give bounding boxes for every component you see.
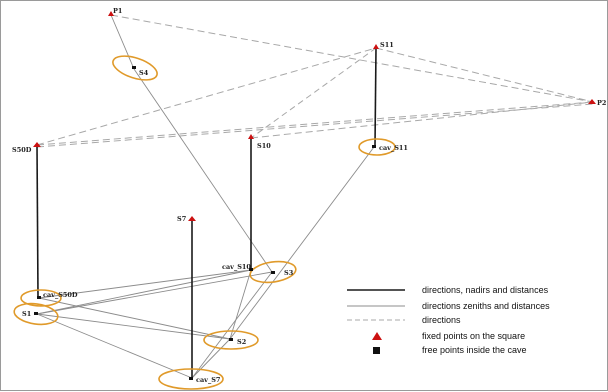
fixed-point-p2 [588, 99, 596, 104]
free-point-cavs50d [37, 296, 41, 299]
label-s1: S1 [22, 310, 31, 318]
ellipse-s3 [249, 260, 297, 284]
dashed-direction-lines [36, 14, 594, 148]
fixed-point-s50d [33, 142, 41, 147]
line-s11-s10 [250, 47, 377, 139]
ellipse-cavs50d [20, 289, 62, 307]
label-s50d: S50D [12, 146, 32, 154]
fixed-point-p1 [108, 11, 114, 16]
legend-solid-black-label: directions, nadirs and distances [422, 285, 549, 295]
fixed-points [33, 11, 596, 221]
line-s1-cavs10 [36, 269, 252, 315]
line-s1-s3 [36, 271, 273, 315]
fixed-point-s7 [188, 216, 196, 221]
label-cavs11: cav_S11 [379, 144, 408, 152]
line-cavs50d-cavs10 [38, 269, 252, 299]
free-point-cavs7 [189, 377, 193, 380]
label-cavs50d: cav_S50D [43, 291, 78, 299]
line-s50d-p2 [36, 101, 594, 146]
gray-zenith-lines [36, 14, 375, 379]
free-point-s1 [34, 312, 38, 315]
legend-dashed-label: directions [422, 315, 461, 325]
legend-solid-gray-label: directions zeniths and distances [422, 301, 550, 311]
label-s10: S10 [257, 142, 271, 150]
point-ellipses [13, 55, 396, 390]
line-s10-p2 [250, 101, 594, 139]
legend-free-point-icon [373, 347, 380, 354]
line-cavs10-s2 [229, 269, 252, 340]
line-p1-p2 [110, 14, 594, 103]
ellipse-s2 [203, 330, 259, 350]
black-nadir-lines [36, 47, 377, 377]
line-s11-p2 [375, 47, 594, 103]
line-cavs11-s2 [229, 146, 375, 340]
line-s3-cavs7 [191, 271, 273, 379]
line-s50d-s11 [36, 47, 377, 146]
line-s1-cavs7 [36, 313, 193, 379]
line-s1-s2 [36, 313, 231, 340]
ellipse-s1 [13, 302, 59, 326]
line-s50d-p2-b [36, 103, 594, 148]
point-labels: P1 S4 S11 P2 S50D S10 cav_S11 S7 cav_S10… [12, 7, 606, 384]
label-s2: S2 [237, 338, 246, 346]
ellipse-cavs7 [158, 368, 224, 390]
legend-fixed-label: fixed points on the square [422, 331, 525, 341]
label-p1: P1 [113, 7, 122, 15]
label-cavs7: cav_S7 [196, 376, 220, 384]
legend-fixed-point-icon [372, 332, 382, 340]
free-points [34, 66, 376, 380]
ellipse-s4 [112, 55, 158, 81]
free-point-cavs11 [372, 145, 376, 148]
fixed-point-s10 [248, 134, 254, 139]
free-point-cavs10 [249, 268, 253, 271]
label-s7: S7 [177, 215, 186, 223]
label-s11: S11 [380, 41, 394, 49]
free-point-s2 [229, 338, 233, 341]
line-p1-s4 [110, 14, 135, 70]
legend-free-label: free points inside the cave [422, 345, 527, 355]
label-cavs10: cav_S10 [222, 263, 251, 271]
label-p2: P2 [597, 99, 606, 107]
line-s11-cavs11 [374, 47, 377, 147]
line-s2-cavs7 [191, 338, 231, 379]
fixed-point-s11 [373, 44, 379, 49]
legend: directions, nadirs and distances directi… [347, 285, 550, 355]
free-point-s3 [271, 271, 275, 274]
line-s50d-cavs50d [36, 144, 39, 298]
line-s4-s3 [133, 68, 273, 273]
free-point-s4 [132, 66, 136, 69]
label-s4: S4 [139, 69, 149, 77]
label-s3: S3 [284, 269, 294, 277]
ellipse-cavs11 [358, 138, 396, 156]
line-cavs50d-s2 [38, 297, 231, 340]
